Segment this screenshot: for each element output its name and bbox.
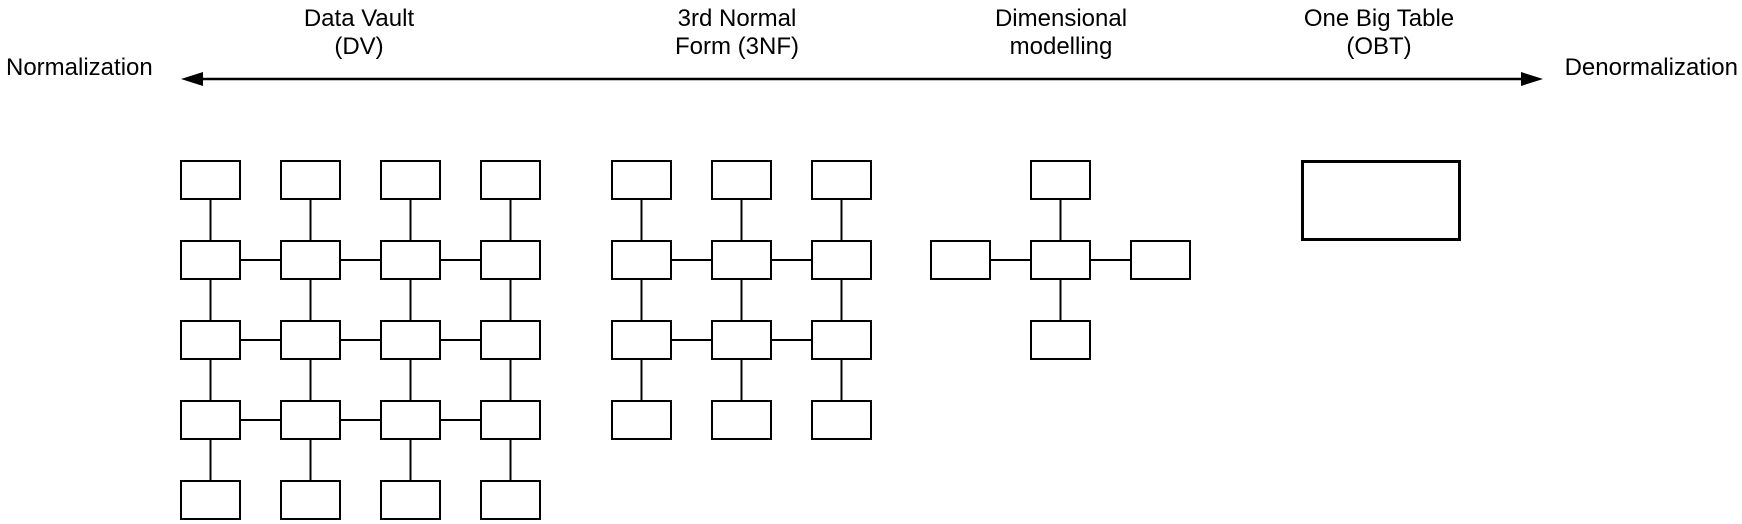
- third-normal-form-table-box: [611, 400, 672, 440]
- data-vault-table-box: [380, 160, 441, 200]
- arrow-head-left: [181, 72, 203, 86]
- data-vault-table-box: [180, 400, 241, 440]
- third-normal-form-table-box: [711, 160, 772, 200]
- third-normal-form-table-box: [611, 160, 672, 200]
- dimensional-modelling-dimension-table-box: [1130, 240, 1191, 280]
- data-vault-table-box: [480, 480, 541, 520]
- third-normal-form-table-box: [711, 400, 772, 440]
- third-normal-form-table-box: [811, 240, 872, 280]
- third-normal-form-table-box: [811, 160, 872, 200]
- data-vault-table-box: [380, 480, 441, 520]
- data-vault-table-box: [480, 400, 541, 440]
- data-vault-label-line2: (DV): [334, 33, 384, 60]
- data-vault-table-box: [480, 240, 541, 280]
- third-normal-form-label-line2: Form (3NF): [675, 33, 799, 60]
- data-vault-table-box: [180, 160, 241, 200]
- one-big-table-label-line1: One Big Table: [1303, 5, 1455, 32]
- dimensional-modelling-label: Dimensional modelling: [911, 5, 1211, 61]
- data-vault-table-box: [180, 480, 241, 520]
- one-big-table-label-line2: (OBT): [1346, 33, 1412, 60]
- third-normal-form-label: 3rd Normal Form (3NF): [587, 5, 887, 61]
- dimensional-modelling-fact-table-box: [1030, 240, 1091, 280]
- data-vault-table-box: [480, 160, 541, 200]
- arrow-head-right: [1521, 72, 1543, 86]
- data-vault-table-box: [280, 480, 341, 520]
- normalization-label: Normalization: [6, 54, 153, 81]
- dimensional-modelling-dimension-table-box: [1030, 160, 1091, 200]
- one-big-table-label: One Big Table (OBT): [1229, 5, 1529, 61]
- data-vault-table-box: [280, 160, 341, 200]
- data-vault-table-box: [280, 240, 341, 280]
- third-normal-form-table-box: [711, 320, 772, 360]
- data-vault-table-box: [380, 400, 441, 440]
- third-normal-form-table-box: [811, 320, 872, 360]
- dimensional-modelling-label-line2: modelling: [1009, 33, 1113, 60]
- third-normal-form-table-box: [811, 400, 872, 440]
- data-vault-table-box: [280, 400, 341, 440]
- data-vault-label-line1: Data Vault: [303, 5, 415, 32]
- data-vault-table-box: [180, 320, 241, 360]
- third-normal-form-table-box: [611, 320, 672, 360]
- dimensional-modelling-label-line1: Dimensional: [994, 5, 1128, 32]
- third-normal-form-table-box: [711, 240, 772, 280]
- third-normal-form-table-box: [611, 240, 672, 280]
- data-vault-table-box: [480, 320, 541, 360]
- data-vault-table-box: [280, 320, 341, 360]
- data-vault-table-box: [180, 240, 241, 280]
- one-big-table-table-box: [1301, 160, 1461, 241]
- dimensional-modelling-dimension-table-box: [1030, 320, 1091, 360]
- data-vault-label: Data Vault (DV): [209, 5, 509, 61]
- third-normal-form-label-line1: 3rd Normal: [677, 5, 797, 32]
- data-vault-table-box: [380, 240, 441, 280]
- dimensional-modelling-dimension-table-box: [930, 240, 991, 280]
- denormalization-label: Denormalization: [1564, 54, 1738, 81]
- data-vault-table-box: [380, 320, 441, 360]
